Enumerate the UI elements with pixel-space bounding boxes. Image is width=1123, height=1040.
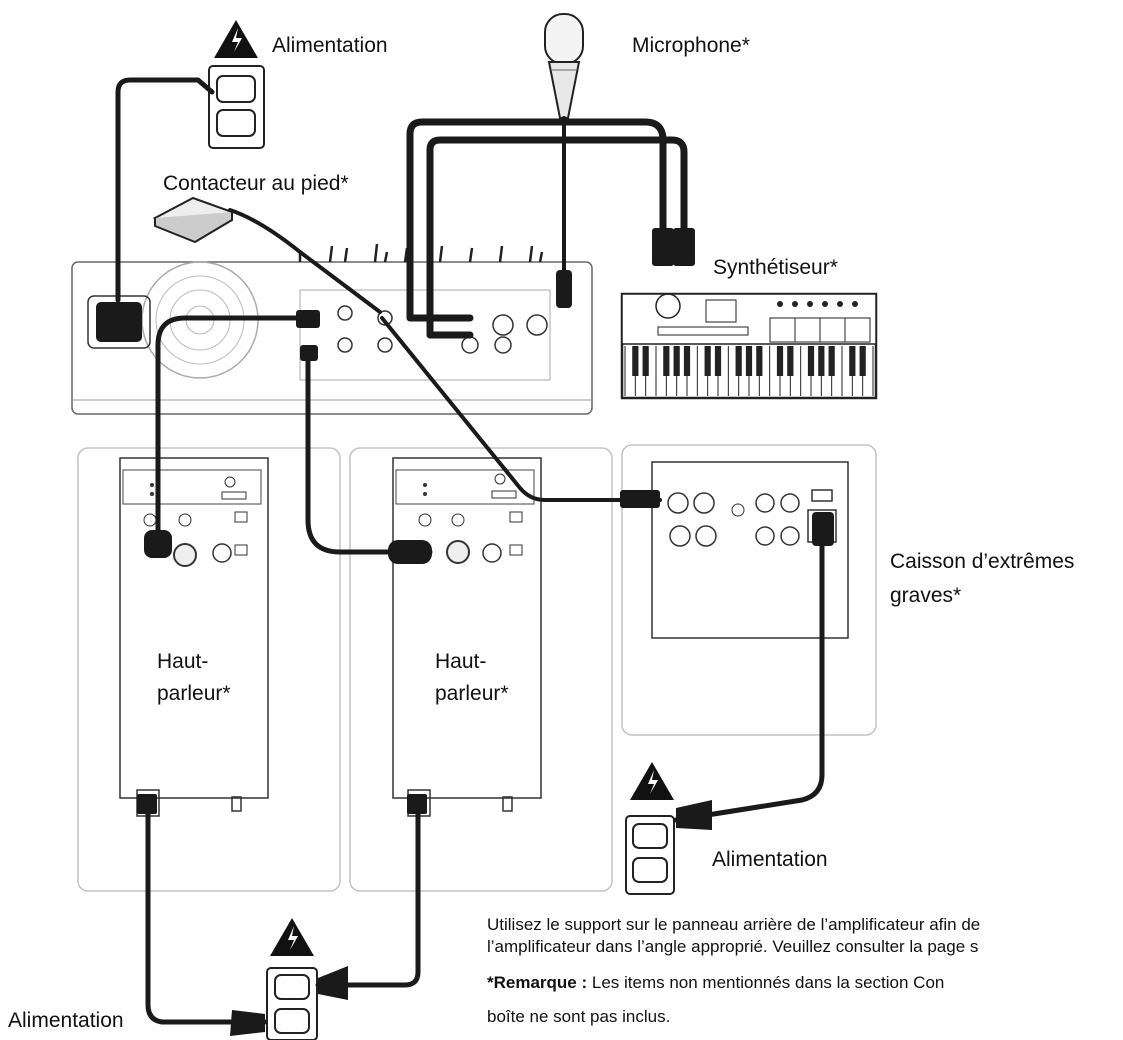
subwoofer-panel — [621, 444, 877, 736]
remark-line-1: *Remarque : Les items non mentionnés dan… — [487, 972, 944, 994]
synth-black-key — [735, 346, 742, 376]
speaker-left-label-line2: parleur* — [157, 682, 231, 705]
microphone-label: Microphone* — [632, 34, 750, 57]
synth-black-key — [828, 346, 835, 376]
remark-heading: *Remarque : — [487, 973, 588, 992]
synth-black-key — [849, 346, 856, 376]
synth-black-key — [673, 346, 680, 376]
synthesizer-icon — [620, 292, 878, 400]
power-label-bottom-left: Alimentation — [8, 1009, 124, 1032]
speaker-right-label-line1: Haut- — [435, 650, 487, 673]
note-line-1: Utilisez le support sur le panneau arriè… — [487, 915, 981, 934]
power-outlet-icon — [208, 65, 265, 149]
amplifier-icon — [71, 243, 593, 415]
synth-black-key — [745, 346, 753, 376]
synth-black-key — [776, 346, 784, 376]
warning-icon — [214, 20, 258, 58]
synth-black-key — [704, 346, 711, 376]
synth-black-key — [683, 346, 691, 376]
warning-icon — [630, 762, 674, 800]
synth-black-key — [632, 346, 639, 376]
subwoofer-label-line2: graves* — [890, 584, 962, 607]
power-label-top: Alimentation — [272, 34, 388, 57]
foot-switch-label: Contacteur au pied* — [163, 172, 349, 195]
synth-black-key — [642, 346, 649, 376]
warning-icon — [270, 918, 314, 956]
power-outlet-icon — [625, 815, 675, 895]
synth-black-key — [807, 346, 815, 376]
synth-black-key — [818, 346, 825, 376]
speaker-left-label-line1: Haut- — [157, 650, 209, 673]
remark-line-2: boîte ne sont pas inclus. — [487, 1007, 671, 1026]
synth-black-key — [787, 346, 794, 376]
remark-text: Les items non mentionnés dans la section… — [587, 973, 945, 992]
synthesizer-label: Synthétiseur* — [713, 256, 838, 279]
synth-black-key — [663, 346, 670, 376]
speaker-left-panel — [77, 447, 341, 892]
note-line-2: l’amplificateur dans l’angle approprié. … — [487, 937, 979, 956]
synth-black-key — [859, 346, 866, 376]
cables — [115, 77, 825, 1025]
cable-plugs — [96, 228, 834, 1036]
synth-black-key — [714, 346, 722, 376]
speaker-right-label-line2: parleur* — [435, 682, 509, 705]
power-label-right: Alimentation — [712, 848, 828, 871]
subwoofer-label-line1: Caisson d’extrêmes — [890, 550, 1075, 573]
synth-black-key — [756, 346, 763, 376]
microphone-icon — [544, 13, 584, 119]
foot-switch-icon — [152, 196, 235, 244]
power-outlet-icon — [266, 967, 318, 1040]
